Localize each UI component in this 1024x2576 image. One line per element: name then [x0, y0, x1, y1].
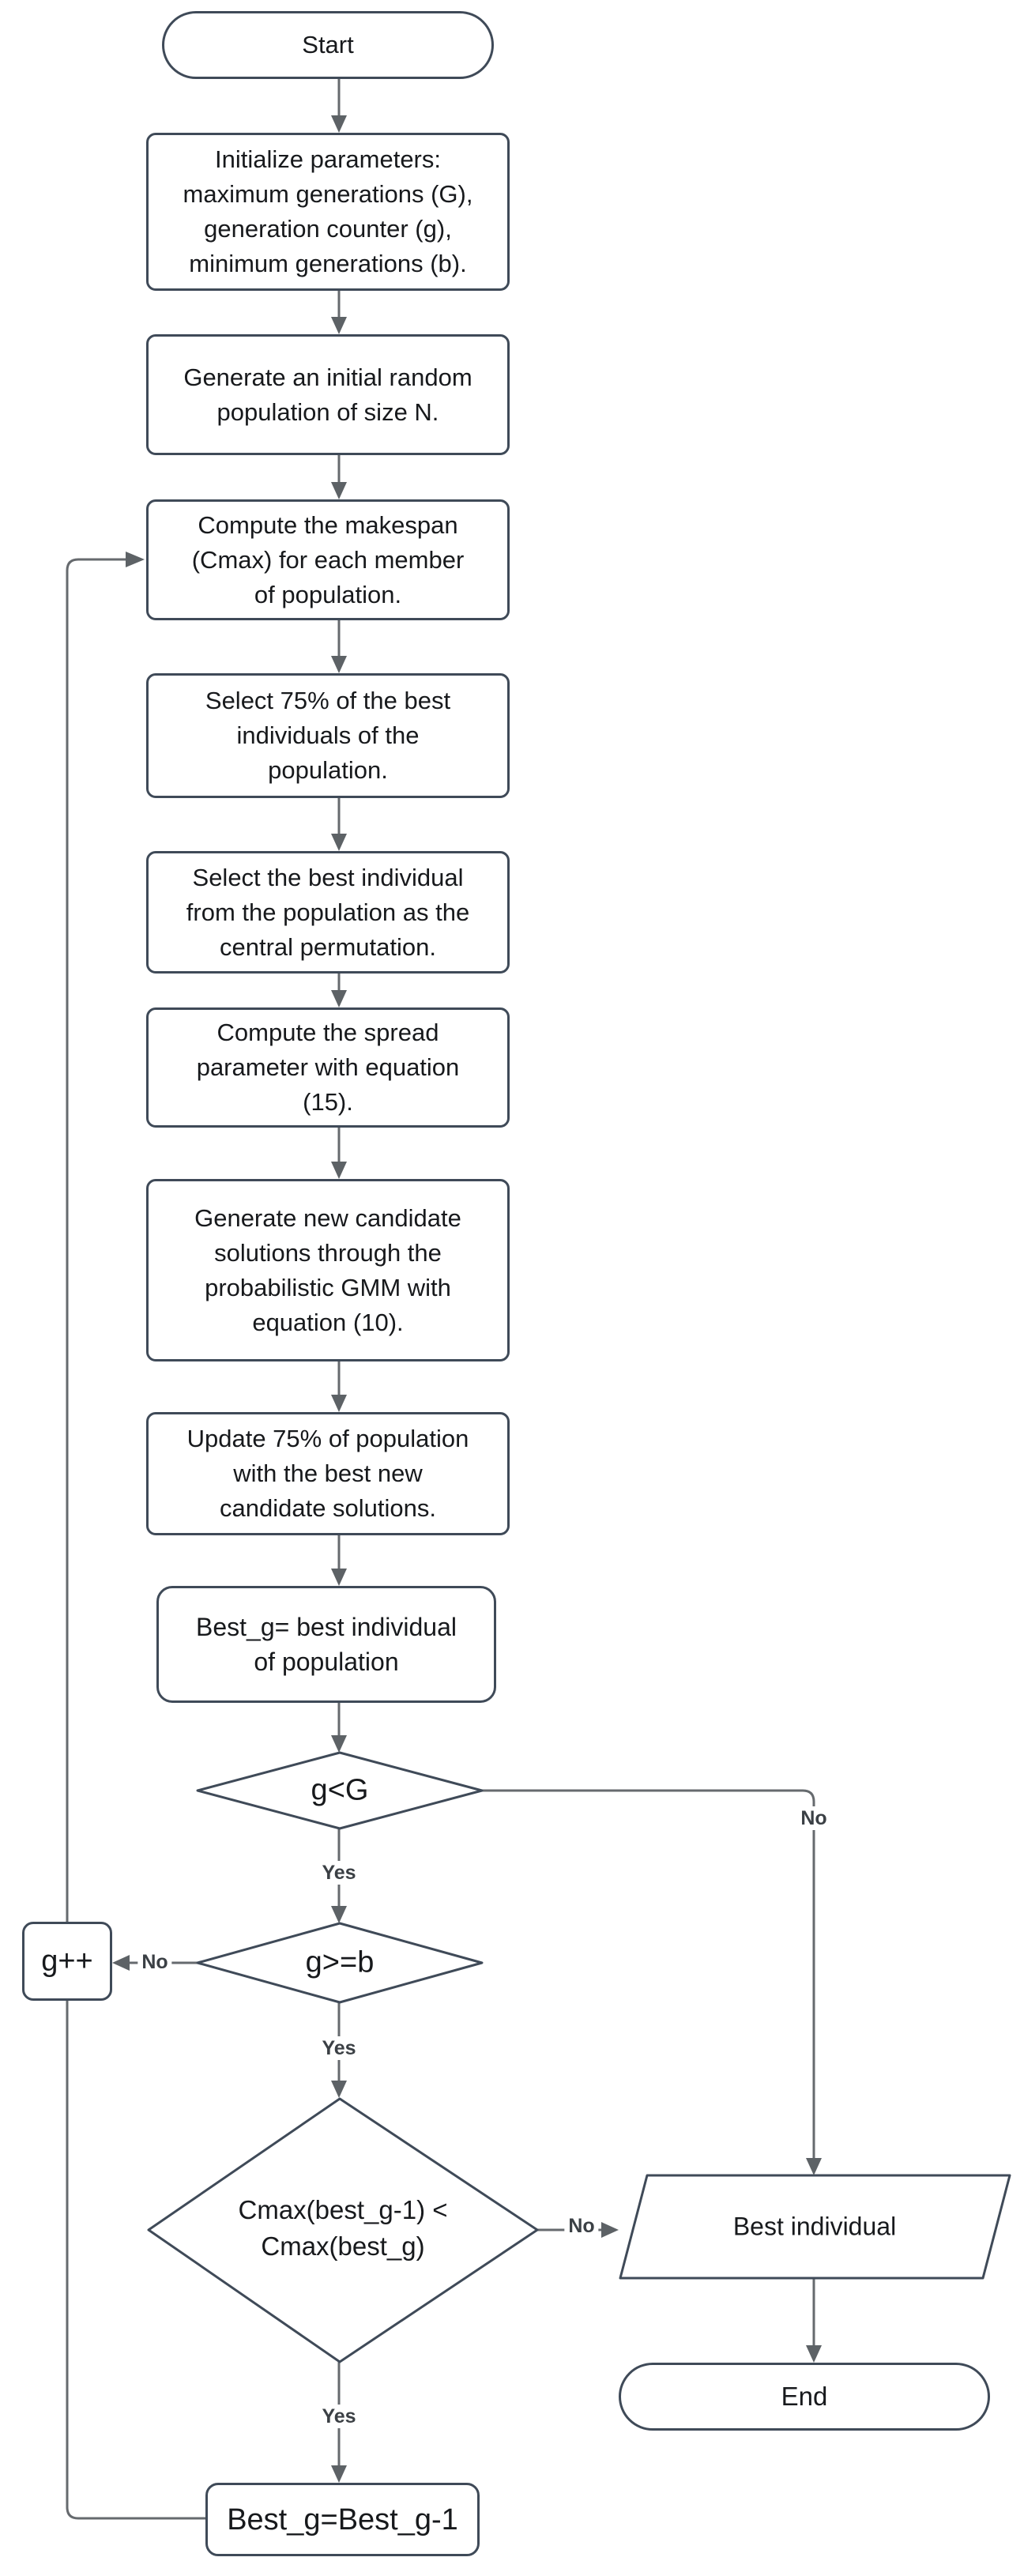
- edge-label-no-mid: No: [564, 2214, 599, 2238]
- edge-loop-back: [66, 558, 205, 2520]
- node-select-75-percent-label: Select 75% of the best individuals of th…: [205, 687, 451, 784]
- node-g-increment-label: g++: [41, 1945, 93, 1978]
- node-compute-makespan: Compute the makespan (Cmax) for each mem…: [146, 499, 510, 620]
- node-compute-spread: Compute the spread parameter with equati…: [146, 1007, 510, 1128]
- arrow-into-bestg-update: [331, 2465, 347, 2483]
- edge-label-no-left: No: [137, 1950, 172, 1974]
- node-initialize-parameters: Initialize parameters: maximum generatio…: [146, 133, 510, 291]
- edge-label-no-right: No: [796, 1806, 831, 1830]
- node-generate-population-label: Generate an initial random population of…: [183, 363, 472, 426]
- node-generate-candidates-label: Generate new candidate solutions through…: [194, 1203, 461, 1336]
- node-select-central-permutation: Select the best individual from the popu…: [146, 851, 510, 974]
- node-best-g-update-label: Best_g=Best_g-1: [227, 2503, 458, 2536]
- edge-label-yes-2: Yes: [318, 2036, 360, 2060]
- arrow-into-bestg: [331, 1569, 347, 1586]
- node-compute-spread-label: Compute the spread parameter with equati…: [196, 1019, 460, 1116]
- arrow-into-central: [331, 834, 347, 851]
- decision-g-lt-G-diamond: [196, 1751, 484, 1830]
- arrow-into-decision3: [331, 2081, 347, 2098]
- arrow-loop-into-makespan: [126, 552, 145, 567]
- arrow-into-spread: [331, 990, 347, 1007]
- node-start-label: Start: [302, 31, 354, 58]
- arrow-into-makespan: [331, 482, 347, 499]
- node-select-central-permutation-label: Select the best individual from the popu…: [186, 863, 470, 961]
- arrow-into-bestindividual-top: [806, 2158, 822, 2175]
- decision-cmax-label: Cmax(best_g-1) < Cmax(best_g): [238, 2195, 448, 2261]
- arrow-into-end: [806, 2345, 822, 2363]
- best-individual-parallelogram: [619, 2174, 1011, 2280]
- arrow-into-decision2: [331, 1906, 347, 1923]
- node-initialize-parameters-label: Initialize parameters: maximum generatio…: [183, 145, 473, 277]
- node-start: Start: [162, 11, 494, 79]
- node-select-75-percent: Select 75% of the best individuals of th…: [146, 673, 510, 798]
- decision-g-lt-G-label: g<G: [311, 1773, 369, 1807]
- node-best-individual-label: Best individual: [732, 2212, 897, 2241]
- decision-cmax-diamond: [147, 2097, 539, 2363]
- node-end: End: [619, 2363, 990, 2431]
- edge-decision1-no: [482, 1789, 815, 2158]
- arrow-into-bestindividual-left: [601, 2222, 619, 2238]
- node-generate-population: Generate an initial random population of…: [146, 334, 510, 455]
- edge-label-yes-1: Yes: [318, 1861, 360, 1885]
- node-end-label: End: [781, 2382, 828, 2411]
- decision-g-ge-b-diamond: [196, 1922, 484, 2004]
- arrow-into-decision1: [331, 1735, 347, 1753]
- arrow-into-select75: [331, 656, 347, 673]
- node-update-population: Update 75% of population with the best n…: [146, 1412, 510, 1535]
- node-update-population-label: Update 75% of population with the best n…: [186, 1425, 469, 1522]
- arrow-into-g-increment: [112, 1955, 130, 1971]
- edge-label-yes-3: Yes: [318, 2405, 360, 2428]
- decision-g-ge-b-label: g>=b: [305, 1945, 375, 1979]
- node-compute-makespan-label: Compute the makespan (Cmax) for each mem…: [191, 510, 465, 608]
- arrow-into-generate: [331, 317, 347, 334]
- node-generate-candidates: Generate new candidate solutions through…: [146, 1179, 510, 1361]
- arrow-into-update: [331, 1395, 347, 1412]
- arrow-into-init: [331, 115, 347, 133]
- node-best-g-update: Best_g=Best_g-1: [205, 2483, 480, 2556]
- node-best-g-assignment: Best_g= best individual of population: [156, 1586, 496, 1703]
- node-best-g-assignment-label: Best_g= best individual of population: [196, 1613, 457, 1676]
- node-g-increment: g++: [22, 1922, 112, 2001]
- arrow-into-candidates: [331, 1162, 347, 1179]
